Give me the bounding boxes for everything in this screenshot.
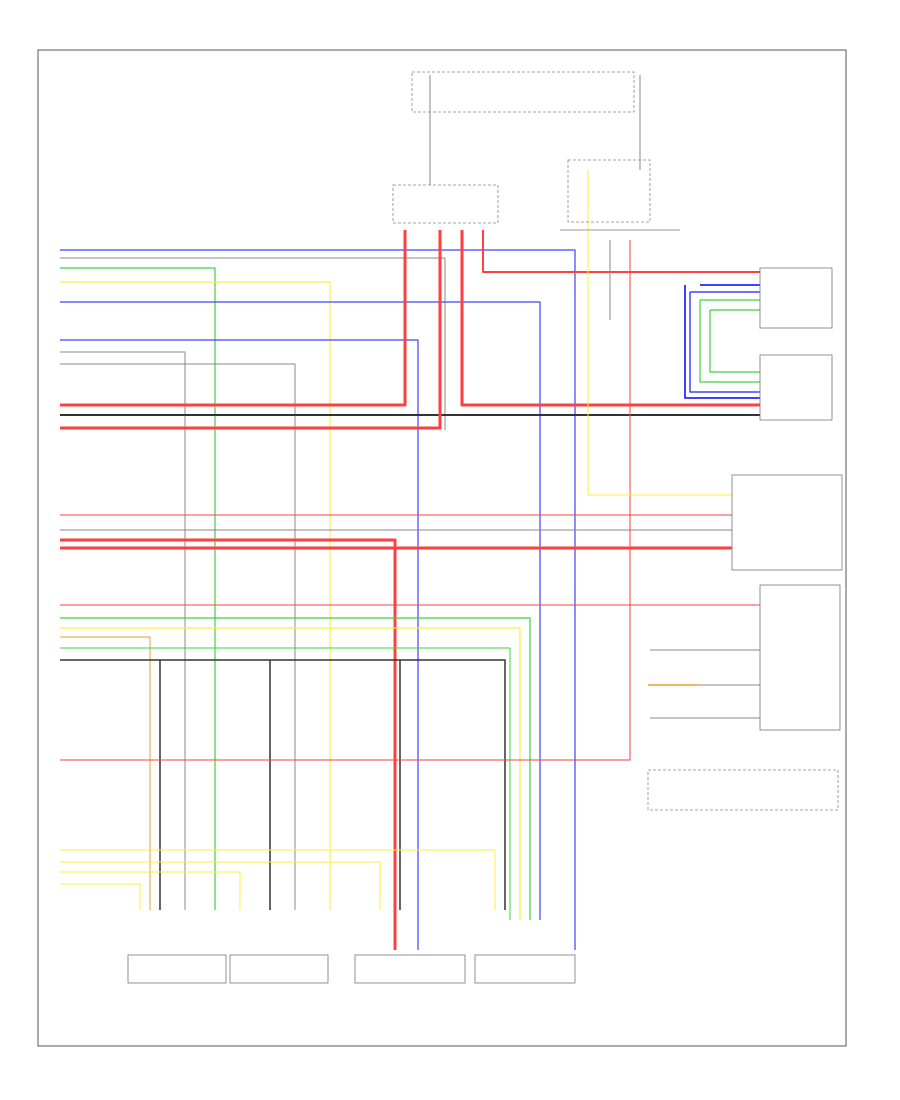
wire-gray-2 <box>60 351 186 910</box>
ignition-relay-box <box>392 184 499 224</box>
wire-orange-mid <box>60 636 151 910</box>
combination-meter-lower-box <box>759 354 833 421</box>
wire-yellow-bottom-3 <box>60 871 241 910</box>
wire-green-mid <box>60 617 531 920</box>
wire-red-heavy-2 <box>60 230 442 430</box>
wire-red-long <box>60 240 631 761</box>
wire-red-heavy-4 <box>60 538 397 950</box>
wire-blue-meter-2 <box>689 291 760 393</box>
fuse-box-left <box>411 71 635 113</box>
headlamp-rh-high-box <box>474 954 576 984</box>
wires-layer <box>60 75 760 950</box>
wire-yellow-bottom-4 <box>60 883 141 910</box>
wire-blue-top <box>60 249 576 950</box>
components-layer <box>127 71 843 984</box>
wire-green-top <box>60 267 216 910</box>
wire-black-mid <box>60 659 506 910</box>
lighting-switch-box <box>759 584 841 731</box>
wire-green-meter <box>699 299 760 383</box>
headlamp-lh-high-box <box>229 954 329 984</box>
wire-gray-top <box>60 257 446 430</box>
wire-yellow-mid <box>60 627 521 920</box>
stop-lamp-switch-box <box>567 159 651 223</box>
wire-red-heavy-1 <box>60 230 407 407</box>
wire-yellow-right <box>587 170 732 496</box>
wire-blue-meter <box>684 284 760 399</box>
wire-gray-switch <box>650 649 760 719</box>
wire-green-meter-2 <box>709 309 760 373</box>
combination-meter-upper-box <box>759 267 833 329</box>
diagram-frame <box>37 49 847 1047</box>
ground-block <box>647 769 839 811</box>
wire-yellow-bottom-1 <box>60 849 496 910</box>
wire-green-mid-2 <box>60 647 511 920</box>
power-control-box <box>731 474 843 571</box>
headlamp-rh-low-box <box>354 954 466 984</box>
wire-yellow-top <box>60 281 331 910</box>
wire-yellow-bottom-2 <box>60 861 381 910</box>
wire-gray-3 <box>60 363 296 910</box>
wire-blue-2 <box>60 301 541 920</box>
wire-red-upper <box>482 230 760 273</box>
headlamp-lh-low-box <box>127 954 227 984</box>
wire-red-heavy-3 <box>460 230 760 407</box>
wire-blue-3 <box>60 339 419 950</box>
